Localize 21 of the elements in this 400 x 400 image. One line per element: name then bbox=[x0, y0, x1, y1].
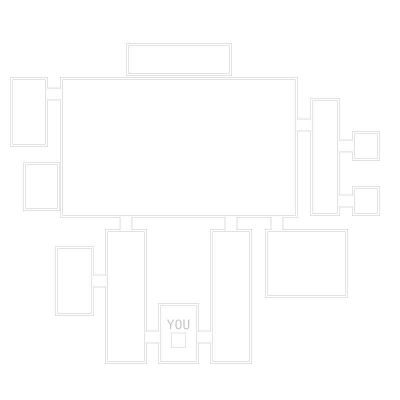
room bbox=[55, 246, 94, 316]
room bbox=[265, 229, 348, 298]
corridor bbox=[296, 118, 312, 132]
room bbox=[105, 229, 147, 364]
corridor bbox=[198, 330, 212, 344]
corridor bbox=[146, 330, 160, 344]
corridor bbox=[224, 216, 238, 230]
room bbox=[210, 229, 252, 364]
room: YOU bbox=[158, 303, 199, 364]
corridor bbox=[270, 216, 284, 230]
room bbox=[10, 77, 48, 147]
room bbox=[310, 98, 340, 216]
corridor bbox=[46, 88, 62, 100]
corridor bbox=[338, 140, 354, 152]
corridor bbox=[92, 274, 106, 288]
room bbox=[23, 162, 60, 211]
room bbox=[126, 43, 232, 76]
corridor bbox=[120, 216, 132, 230]
room bbox=[352, 131, 380, 161]
room bbox=[352, 186, 380, 216]
corridor bbox=[338, 194, 354, 208]
